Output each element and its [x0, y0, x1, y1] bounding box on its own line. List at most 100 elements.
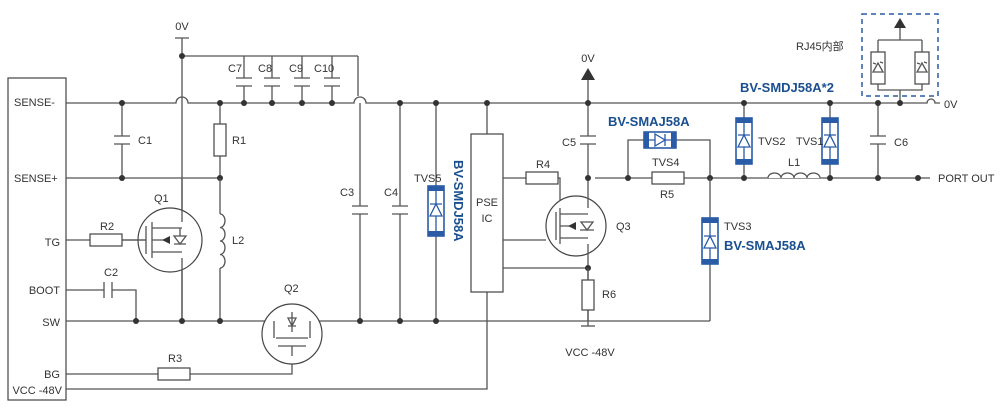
ground-arrow-mid [581, 68, 595, 80]
pin-bg: BG [44, 369, 60, 381]
junction [179, 53, 185, 59]
sense-minus-rail [66, 96, 940, 104]
resistor-r2 [89, 233, 123, 247]
capacitor-c7 [236, 74, 252, 90]
junction [585, 175, 591, 181]
label-r3: R3 [168, 353, 182, 365]
junction [827, 100, 833, 106]
label-q2: Q2 [284, 283, 299, 295]
controller-ic-box [7, 77, 67, 401]
junction [217, 318, 223, 324]
junction [433, 100, 439, 106]
label-r4: R4 [536, 159, 550, 171]
label-c6: C6 [894, 137, 908, 149]
label-tvs2: TVS2 [758, 136, 786, 148]
junction [741, 100, 747, 106]
label-c1: C1 [138, 135, 152, 147]
part-smdj-vertical: BV-SMDJ58A [451, 160, 466, 242]
zero-v-right-label: 0V [944, 99, 958, 111]
junction [484, 100, 490, 106]
junction [299, 100, 305, 106]
label-q1: Q1 [154, 193, 169, 205]
label-tvs4: TVS4 [652, 157, 680, 169]
pin-vcc: VCC -48V [12, 385, 62, 397]
inductor-l1 [767, 172, 821, 179]
label-q3: Q3 [616, 221, 631, 233]
pin-sense-plus: SENSE+ [14, 173, 58, 185]
tvs-diode-tvs4 [643, 131, 677, 149]
capacitor-c4 [392, 103, 408, 321]
tvs4-wires [627, 139, 711, 178]
junction [269, 100, 275, 106]
pse-q3-wires [503, 239, 588, 269]
label-c10: C10 [314, 63, 334, 75]
part-smaj-tvs4: BV-SMAJ58A [608, 114, 690, 129]
resistor-r4 [525, 171, 559, 185]
junction [875, 175, 881, 181]
capacitor-c10 [324, 74, 340, 90]
pin-sw: SW [42, 317, 60, 329]
junction [241, 100, 247, 106]
tvs-diode-tvs5 [427, 185, 445, 237]
cap-bank-bottom-wires [243, 90, 333, 103]
junction [133, 318, 139, 324]
pin-boot: BOOT [29, 285, 60, 297]
vcc-bottom-label: VCC -48V [565, 347, 615, 359]
label-c5: C5 [562, 137, 576, 149]
label-tvs1: TVS1 [796, 136, 824, 148]
port-out-label: PORT OUT [938, 173, 995, 185]
transistor-q1 [122, 178, 203, 321]
junction [897, 100, 903, 106]
pin-sense-minus: SENSE- [14, 97, 55, 109]
part-smdj-double: BV-SMDJ58A*2 [740, 80, 834, 95]
label-r1: R1 [232, 135, 246, 147]
part-smaj-tvs3: BV-SMAJ58A [724, 238, 806, 253]
junction [357, 318, 363, 324]
zero-v-top-label: 0V [175, 21, 189, 33]
resistor-r1 [213, 123, 227, 157]
rj45-label: RJ45内部 [796, 39, 844, 53]
transistor-q3 [545, 178, 607, 321]
label-c7: C7 [228, 63, 242, 75]
cap-bank-top-wires [243, 56, 359, 74]
pse-ic-label-1: PSE [476, 197, 498, 209]
capacitor-c1 [114, 103, 130, 178]
label-r2: R2 [100, 221, 114, 233]
junction [217, 100, 223, 106]
capacitor-c2 [66, 282, 137, 321]
junction [397, 318, 403, 324]
junction [329, 100, 335, 106]
capacitor-c9 [294, 74, 310, 90]
pin-tg: TG [45, 237, 60, 249]
label-r6: R6 [602, 289, 616, 301]
tvs-diode-tvs3 [701, 217, 719, 265]
pse-ic-label-2: IC [482, 213, 493, 225]
capacitor-c5 [580, 80, 596, 178]
junction [179, 318, 185, 324]
capacitor-c3 [352, 103, 368, 321]
junction [741, 175, 747, 181]
label-c9: C9 [289, 63, 303, 75]
inductor-l2 [219, 213, 226, 269]
resistor-r3 [157, 367, 191, 381]
junction [119, 100, 125, 106]
label-tvs5: TVS5 [414, 173, 442, 185]
label-c4: C4 [384, 187, 398, 199]
junction [585, 100, 591, 106]
zero-v-top-wire [175, 37, 358, 321]
label-l1: L1 [788, 157, 800, 169]
resistor-r5 [651, 171, 685, 185]
resistor-r6 [581, 279, 595, 311]
vcc-wire [66, 292, 488, 390]
label-c3: C3 [340, 187, 354, 199]
junction [625, 175, 631, 181]
label-r5: R5 [660, 189, 674, 201]
junction [915, 175, 921, 181]
capacitor-c8 [264, 74, 280, 90]
junction [119, 175, 125, 181]
capacitor-c6 [870, 103, 886, 178]
junction [397, 100, 403, 106]
transistor-q2 [261, 303, 323, 365]
label-c2: C2 [104, 267, 118, 279]
